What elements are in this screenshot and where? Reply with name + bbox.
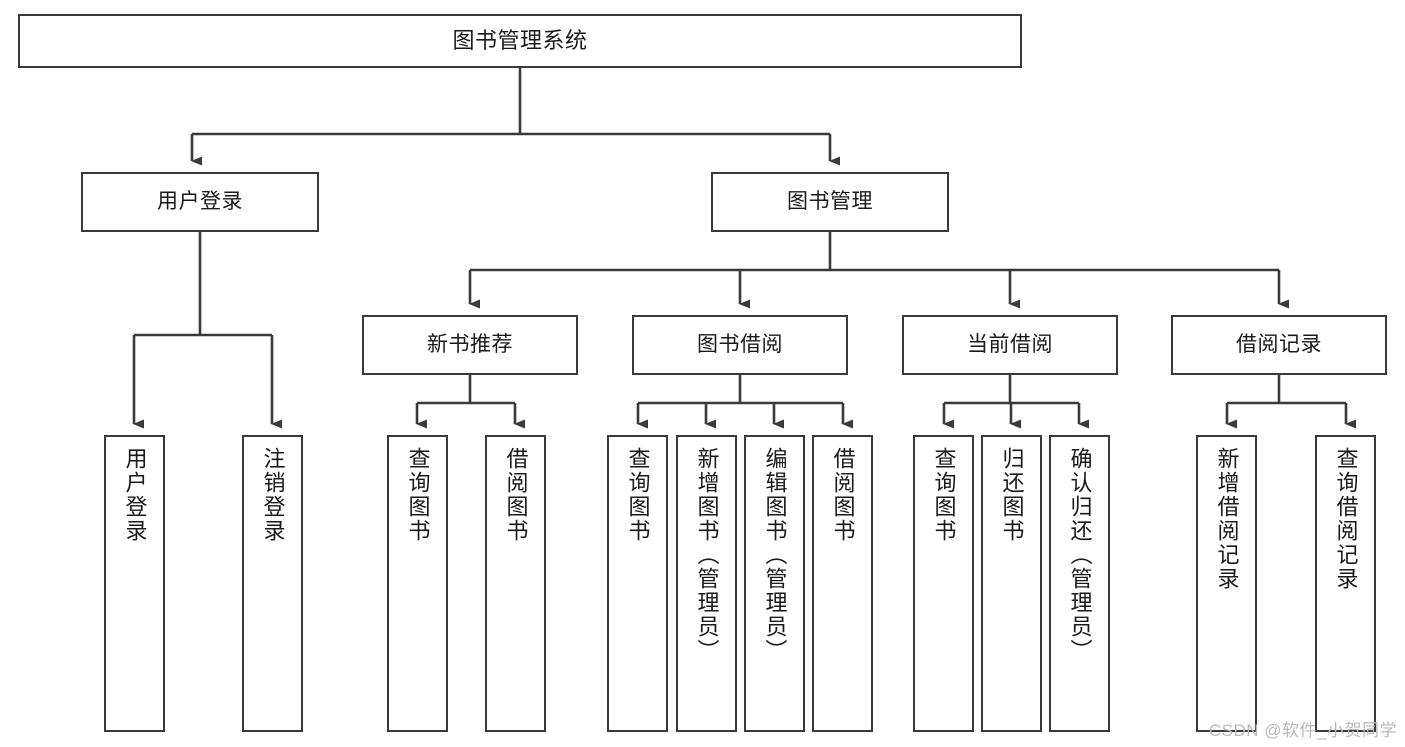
leaf-borrow-book-2-label: 借阅图书 xyxy=(830,447,856,543)
leaf-user-login[interactable]: 用户登录 xyxy=(104,435,165,732)
leaf-logout[interactable]: 注销登录 xyxy=(242,435,303,732)
leaf-add-record[interactable]: 新增借阅记录 xyxy=(1196,435,1257,732)
leaf-user-login-label: 用户登录 xyxy=(122,447,148,543)
leaf-query-book-2[interactable]: 查询图书 xyxy=(607,435,668,732)
csdn-watermark: CSDN @软件_小贺同学 xyxy=(1208,721,1397,740)
leaf-add-book[interactable]: 新增图书（管理员） xyxy=(676,435,737,732)
leaf-return-book-label: 归还图书 xyxy=(999,447,1025,543)
node-user-login[interactable]: 用户登录 xyxy=(81,172,319,232)
node-current-borrow[interactable]: 当前借阅 xyxy=(902,315,1118,375)
node-book-borrow-label: 图书借阅 xyxy=(697,333,783,357)
node-user-login-label: 用户登录 xyxy=(157,190,243,214)
node-book-borrow[interactable]: 图书借阅 xyxy=(632,315,848,375)
leaf-add-record-label: 新增借阅记录 xyxy=(1214,447,1240,591)
leaf-borrow-book-2[interactable]: 借阅图书 xyxy=(812,435,873,732)
leaf-query-book-3-label: 查询图书 xyxy=(931,447,957,543)
leaf-query-record[interactable]: 查询借阅记录 xyxy=(1315,435,1376,732)
leaf-edit-book-label: 编辑图书（管理员） xyxy=(762,447,788,663)
node-book-manage[interactable]: 图书管理 xyxy=(711,172,949,232)
leaf-confirm-return[interactable]: 确认归还（管理员） xyxy=(1049,435,1110,732)
leaf-confirm-return-label: 确认归还（管理员） xyxy=(1067,447,1093,663)
leaf-return-book[interactable]: 归还图书 xyxy=(981,435,1042,732)
leaf-logout-label: 注销登录 xyxy=(260,447,286,543)
leaf-query-book-1[interactable]: 查询图书 xyxy=(387,435,448,732)
node-book-manage-label: 图书管理 xyxy=(787,190,873,214)
node-borrow-record[interactable]: 借阅记录 xyxy=(1171,315,1387,375)
leaf-edit-book[interactable]: 编辑图书（管理员） xyxy=(744,435,805,732)
leaf-query-book-2-label: 查询图书 xyxy=(625,447,651,543)
node-new-book-rec-label: 新书推荐 xyxy=(427,333,513,357)
leaf-borrow-book-1[interactable]: 借阅图书 xyxy=(485,435,546,732)
node-borrow-record-label: 借阅记录 xyxy=(1236,333,1322,357)
node-current-borrow-label: 当前借阅 xyxy=(967,333,1053,357)
node-root[interactable]: 图书管理系统 xyxy=(18,14,1022,68)
leaf-query-book-3[interactable]: 查询图书 xyxy=(913,435,974,732)
node-new-book-rec[interactable]: 新书推荐 xyxy=(362,315,578,375)
leaf-query-book-1-label: 查询图书 xyxy=(405,447,431,543)
leaf-borrow-book-1-label: 借阅图书 xyxy=(503,447,529,543)
leaf-add-book-label: 新增图书（管理员） xyxy=(694,447,720,663)
leaf-query-record-label: 查询借阅记录 xyxy=(1333,447,1359,591)
node-root-label: 图书管理系统 xyxy=(452,27,588,53)
